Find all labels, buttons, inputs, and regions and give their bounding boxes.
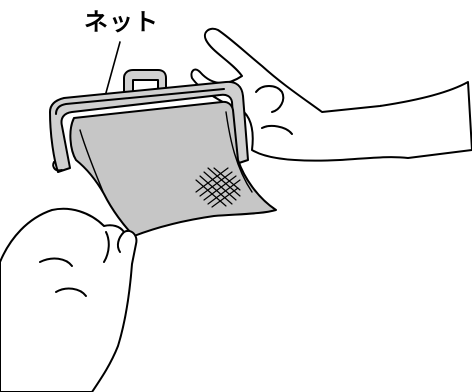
leader-line xyxy=(104,42,120,100)
left-hand xyxy=(0,209,136,392)
